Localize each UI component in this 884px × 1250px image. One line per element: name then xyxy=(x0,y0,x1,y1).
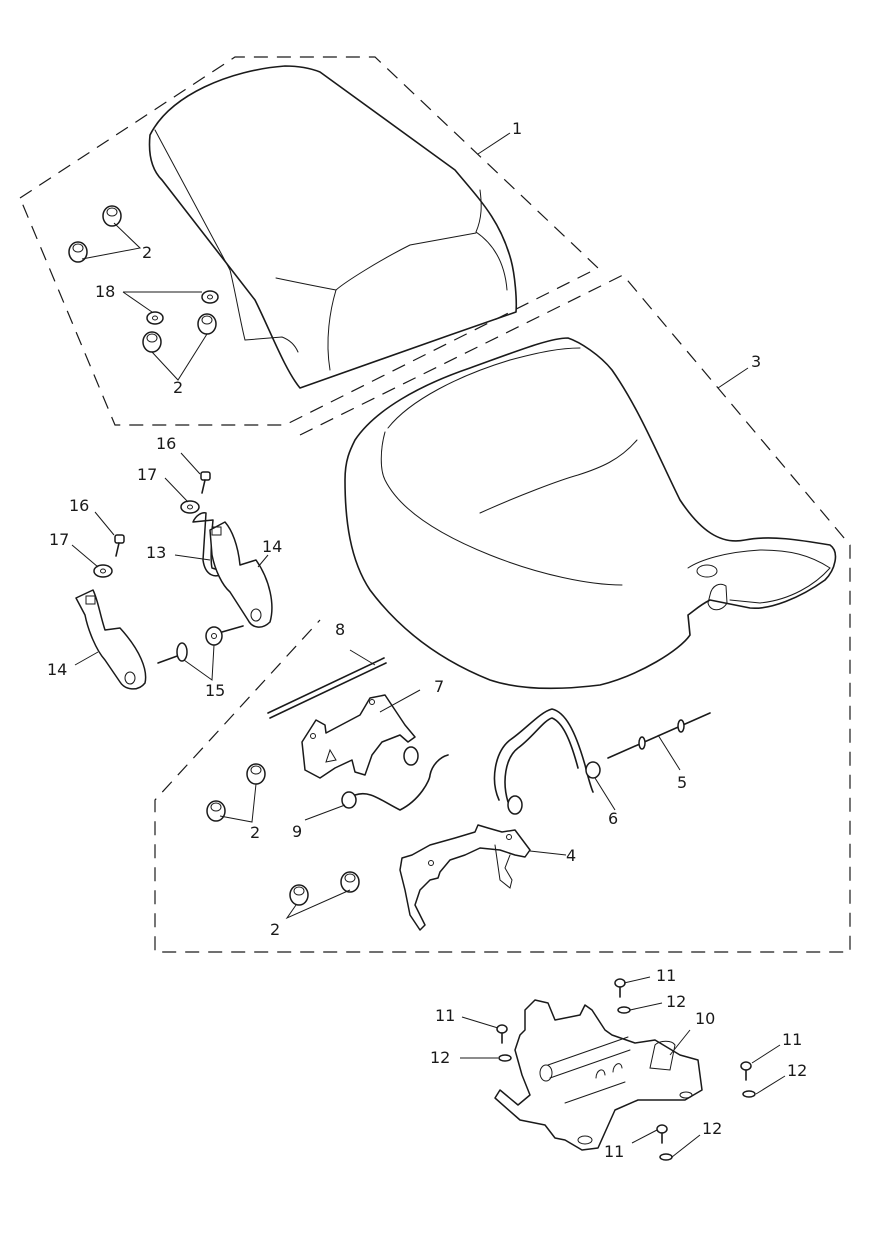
callout-7: 7 xyxy=(434,677,444,696)
part-washer-12d[interactable] xyxy=(659,1153,673,1161)
callout-11a: 11 xyxy=(656,966,676,985)
part-grommet-h[interactable] xyxy=(340,871,360,893)
callout-13: 13 xyxy=(146,543,166,562)
part-seat-bracket-4[interactable] xyxy=(399,824,531,931)
callout-3: 3 xyxy=(751,352,761,371)
part-hinge-14a[interactable] xyxy=(209,521,273,628)
part-shoulder-bolt-15b[interactable] xyxy=(205,625,244,646)
callout-12b: 12 xyxy=(430,1048,450,1067)
callout-16a: 16 xyxy=(156,434,176,453)
callout-16b: 16 xyxy=(69,496,89,515)
callout-14a: 14 xyxy=(262,537,282,556)
callout-12a: 12 xyxy=(666,992,686,1011)
leader-lines xyxy=(71,132,786,1158)
part-bolt-16a[interactable] xyxy=(200,471,211,494)
callout-2d: 2 xyxy=(270,920,280,939)
part-rod-8[interactable] xyxy=(267,657,387,719)
part-pin-5[interactable] xyxy=(607,712,711,759)
part-grommet-g[interactable] xyxy=(289,884,309,906)
callout-2b: 2 xyxy=(173,378,183,397)
part-shoulder-bolt-15a[interactable] xyxy=(157,642,188,664)
part-grommet-d[interactable] xyxy=(197,313,217,335)
part-screw-11b[interactable] xyxy=(496,1024,508,1044)
callout-5: 5 xyxy=(677,773,687,792)
part-screw-11a[interactable] xyxy=(614,978,626,998)
part-washer-12b[interactable] xyxy=(498,1054,512,1062)
callout-2c: 2 xyxy=(250,823,260,842)
callout-17b: 17 xyxy=(49,530,69,549)
part-rider-seat[interactable] xyxy=(344,337,837,690)
callout-17a: 17 xyxy=(137,465,157,484)
part-grommet-c[interactable] xyxy=(142,331,162,353)
callout-11c: 11 xyxy=(782,1030,802,1049)
part-screw-11c[interactable] xyxy=(740,1061,752,1081)
part-washer-17a[interactable] xyxy=(180,500,200,514)
group-outline-rider-seat xyxy=(154,274,851,953)
part-washer-17b[interactable] xyxy=(93,564,113,578)
callout-10: 10 xyxy=(695,1009,715,1028)
callout-2a: 2 xyxy=(142,243,152,262)
part-grommet-e[interactable] xyxy=(246,763,266,785)
callout-12d: 12 xyxy=(702,1119,722,1138)
callout-6: 6 xyxy=(608,809,618,828)
part-rear-seat[interactable] xyxy=(148,65,518,389)
callout-1: 1 xyxy=(512,119,522,138)
part-hook-bracket-9[interactable] xyxy=(341,746,449,811)
callout-8: 8 xyxy=(335,620,345,639)
part-seat-hook-6[interactable] xyxy=(493,708,601,815)
part-washer-18a[interactable] xyxy=(201,290,219,304)
part-washer-18b[interactable] xyxy=(146,311,164,325)
part-latch-plate-7[interactable] xyxy=(301,694,416,779)
callout-11d: 11 xyxy=(604,1142,624,1161)
part-seat-base-10[interactable] xyxy=(494,999,703,1151)
part-screw-11d[interactable] xyxy=(656,1124,668,1144)
callout-14b: 14 xyxy=(47,660,67,679)
group-outline-rear-seat xyxy=(19,56,600,426)
part-hinge-14b[interactable] xyxy=(75,589,147,690)
part-bolt-16b[interactable] xyxy=(114,534,125,557)
part-grommet-f[interactable] xyxy=(206,800,226,822)
callout-11b: 11 xyxy=(435,1006,455,1025)
callout-15: 15 xyxy=(205,681,225,700)
callouts: 1 2 18 2 3 16 17 16 17 13 14 14 15 8 7 5… xyxy=(47,119,807,1161)
callout-4: 4 xyxy=(566,846,576,865)
part-grommet-b[interactable] xyxy=(68,241,88,263)
part-grommet-a[interactable] xyxy=(102,205,122,227)
part-washer-12c[interactable] xyxy=(742,1090,756,1098)
callout-12c: 12 xyxy=(787,1061,807,1080)
callout-9: 9 xyxy=(292,822,302,841)
callout-18: 18 xyxy=(95,282,115,301)
part-washer-12a[interactable] xyxy=(617,1006,631,1014)
